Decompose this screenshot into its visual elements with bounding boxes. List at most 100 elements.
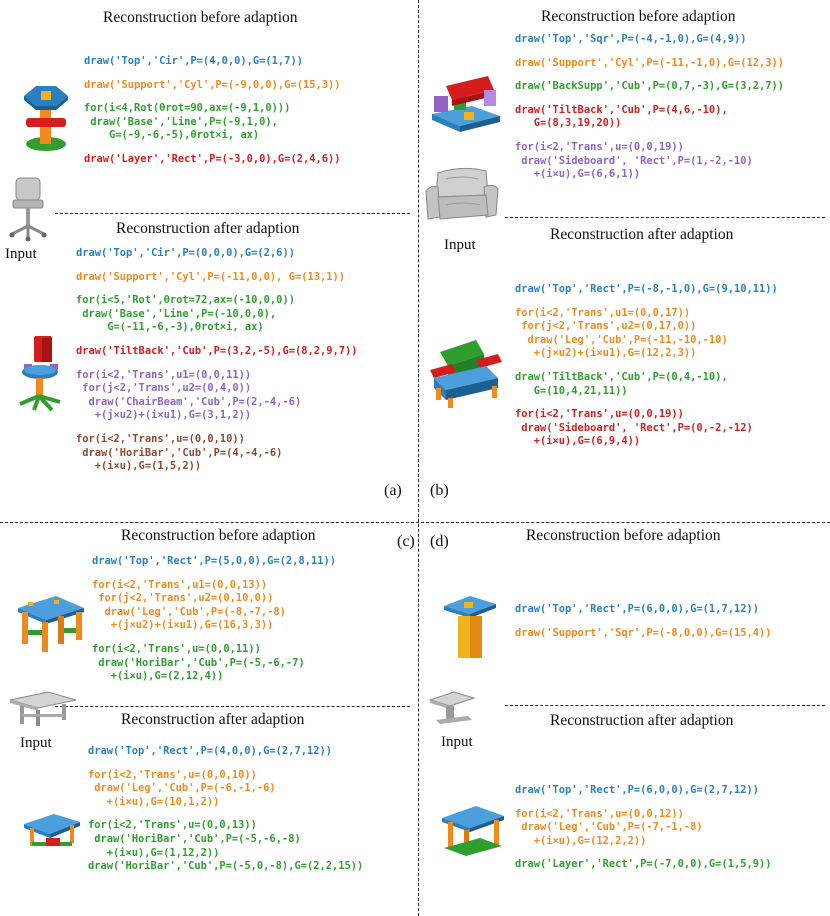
code-line: draw('Top','Rect',P=(6,0,0),G=(1,7,12)) <box>515 603 759 615</box>
code-line: draw('HoriBar','Cub',P=(-5,0,-8),G=(2,2,… <box>88 860 364 873</box>
panel-a-label: (a) <box>384 482 402 499</box>
code-gap <box>76 359 358 369</box>
code-line: for(i<2,'Trans',u1=(0,0,13)) <box>92 578 268 591</box>
panel-a-input-label: Input <box>5 246 37 262</box>
code-line: for(j<2,'Trans',u2=(0,10,0)) <box>92 592 274 605</box>
panel-c-before-code: draw('Top','Rect',P=(5,0,0),G=(2,8,11)) f… <box>92 555 336 684</box>
panel-c-separator <box>55 706 410 707</box>
code-line: for(i<2,'Trans',u=(0,0,12)) <box>515 807 684 820</box>
code-line: +(i×u),G=(12,2,2)) <box>515 834 647 847</box>
code-gap <box>515 297 778 307</box>
code-line: for(j<2,'Trans',u2=(0,17,0)) <box>515 320 697 333</box>
code-gap <box>88 809 363 819</box>
panel-a-after-title: Reconstruction after adaption <box>116 220 300 237</box>
code-line: draw('ChairBeam','Cub',P=(2,-4,-6) <box>76 395 302 408</box>
code-gap <box>515 617 771 627</box>
panel-c-before-model <box>18 596 84 652</box>
panel-b-input-label: Input <box>444 237 476 253</box>
code-line: draw('Base','Line',P=(-10,0,0), <box>76 307 277 320</box>
code-line: for(i<2,'Trans',u=(0,0,10)) <box>88 768 257 781</box>
code-line: draw('HoriBar','Cub',P=(-5,-6,-7) <box>92 656 305 669</box>
code-line: draw('Top','Cir',P=(0,0,0),G=(2,6)) <box>76 247 295 259</box>
code-line: for(i<2,'Trans',u=(0,0,13)) <box>88 819 257 832</box>
panel-d-after-title: Reconstruction after adaption <box>550 712 734 729</box>
code-line: +(i×u),G=(2,12,4)) <box>92 670 224 683</box>
panel-a-after-code: draw('Top','Cir',P=(0,0,0),G=(2,6)) draw(… <box>76 247 358 474</box>
code-gap <box>84 69 340 79</box>
code-line: draw('Leg','Cub',P=(-11,-10,-10) <box>515 333 728 346</box>
code-line: for(i<2,'Trans',u=(0,0,19)) <box>515 140 684 153</box>
panel-a-before-model <box>24 86 68 151</box>
code-line: for(i<2,'Trans',u1=(0,0,17)) <box>515 306 691 319</box>
code-line: draw('TiltBack','Cub',P=(3,2,-5),G=(8,2,… <box>76 344 358 357</box>
panel-d-before-title: Reconstruction before adaption <box>526 527 721 544</box>
code-line: G=(-9,-6,-5),θrot×i, ax) <box>84 129 260 142</box>
panel-c-label: (c) <box>397 533 415 550</box>
code-gap <box>515 848 771 858</box>
code-line: draw('Base','Line',P=(-9,1,0), <box>84 115 278 128</box>
panel-d-input-label: Input <box>441 734 473 750</box>
panel-d-after-code: draw('Top','Rect',P=(6,0,0),G=(2,7,12)) f… <box>515 784 771 872</box>
code-line: +(i×u),G=(1,12,2)) <box>88 846 220 859</box>
code-line: draw('HoriBar','Cub',P=(-5,-6,-8) <box>88 832 301 845</box>
code-line: draw('Leg','Cub',P=(-7,-1,-8) <box>515 821 703 834</box>
panel-c-after-title: Reconstruction after adaption <box>121 711 305 728</box>
code-line: draw('Sideboard', 'Rect',P=(0,-2,-12) <box>515 421 753 434</box>
code-line: for(i<2,'Trans',u=(0,0,10)) <box>76 432 245 445</box>
panel-a-input-model <box>9 177 47 242</box>
panel-b-before-model <box>432 76 500 132</box>
code-gap <box>76 261 358 271</box>
panel-c-after-code: draw('Top','Rect',P=(4,0,0),G=(2,7,12))f… <box>88 745 363 874</box>
panel-b-before-title: Reconstruction before adaption <box>541 8 736 25</box>
code-line: +(j×u2)+(i×u1),G=(12,2,3)) <box>515 347 697 360</box>
code-line: draw('TiltBack','Cub',P=(0,4,-10), <box>515 370 728 383</box>
code-line: draw('Leg','Cub',P=(-6,-1,-6) <box>88 782 276 795</box>
code-line: G=(-11,-6,-3),θrot×i, ax) <box>76 321 264 334</box>
code-gap <box>515 47 784 57</box>
code-gap <box>515 361 778 371</box>
code-line: draw('Support','Cyl',P=(-11,-1,0),G=(12,… <box>515 56 784 69</box>
code-line: draw('Layer','Rect',P=(-7,0,0),G=(1,5,9)… <box>515 858 772 871</box>
code-line: draw('Sideboard', 'Rect',P=(1,-2,-10) <box>515 154 753 167</box>
code-gap <box>515 798 771 808</box>
code-line: draw('TiltBack','Cub',P=(4,6,-10), <box>515 103 728 116</box>
code-line: +(i×u),G=(6,9,4)) <box>515 435 641 448</box>
code-line: draw('Top','Rect',P=(6,0,0),G=(2,7,12)) <box>515 784 759 796</box>
code-gap <box>76 335 358 345</box>
code-line: draw('Top','Rect',P=(5,0,0),G=(2,8,11)) <box>92 555 336 567</box>
code-line: for(i<4,Rot(θrot=90,ax=(-9,1,0))) <box>84 102 291 115</box>
code-gap <box>515 131 784 141</box>
panel-d-before-model <box>444 596 496 658</box>
panel-d-separator <box>505 705 825 706</box>
code-gap <box>84 92 340 102</box>
code-line: draw('BackSupp','Cub',P=(0,7,-3),G=(3,2,… <box>515 80 784 93</box>
code-line: draw('Layer','Rect',P=(-3,0,0),G=(2,4,6)… <box>84 152 341 165</box>
panel-b-separator <box>505 217 825 218</box>
code-line: G=(10,4,21,11)) <box>515 384 628 397</box>
code-line: for(i<2,'Trans',u1=(0,0,11)) <box>76 368 252 381</box>
panel-c-before-title: Reconstruction before adaption <box>121 527 316 544</box>
panel-a-after-model <box>19 336 61 412</box>
panel-c-input-model <box>9 691 77 726</box>
panel-a-before-title: Reconstruction before adaption <box>103 9 298 26</box>
code-line: +(j×u2)+(i×u1),G=(3,1,2)) <box>76 409 252 422</box>
code-gap <box>84 143 340 153</box>
panel-b-input-model <box>425 167 499 220</box>
code-line: +(j×u2)+(i×u1),G=(16,3,3)) <box>92 619 274 632</box>
panel-d-input-model <box>428 691 476 724</box>
panel-b-after-title: Reconstruction after adaption <box>550 226 734 243</box>
code-line: +(i×u),G=(10,1,2)) <box>88 795 220 808</box>
code-gap <box>76 284 358 294</box>
panel-a-before-code: draw('Top','Cir',P=(4,0,0),G=(1,7)) draw(… <box>84 55 340 167</box>
code-line: for(i<2,'Trans',u=(0,0,11)) <box>92 642 261 655</box>
code-gap <box>92 569 336 579</box>
code-line: draw('Support','Cyl',P=(-9,0,0),G=(15,3)… <box>84 78 341 91</box>
code-line: draw('Support','Sqr',P=(-8,0,0),G=(15,4)… <box>515 626 772 639</box>
code-line: for(i<2,'Trans',u=(0,0,19)) <box>515 408 684 421</box>
panel-b-before-code: draw('Top','Sqr',P=(-4,-1,0),G=(4,9))dra… <box>515 33 784 182</box>
code-line: +(i×u),G=(6,6,1)) <box>515 168 641 181</box>
code-line: draw('Top','Cir',P=(4,0,0),G=(1,7)) <box>84 55 303 67</box>
panel-d-after-model <box>442 806 504 856</box>
panel-c-after-model <box>24 814 80 846</box>
code-line: for(i<5,'Rot',θrot=72,ax=(-10,0,0)) <box>76 294 295 307</box>
